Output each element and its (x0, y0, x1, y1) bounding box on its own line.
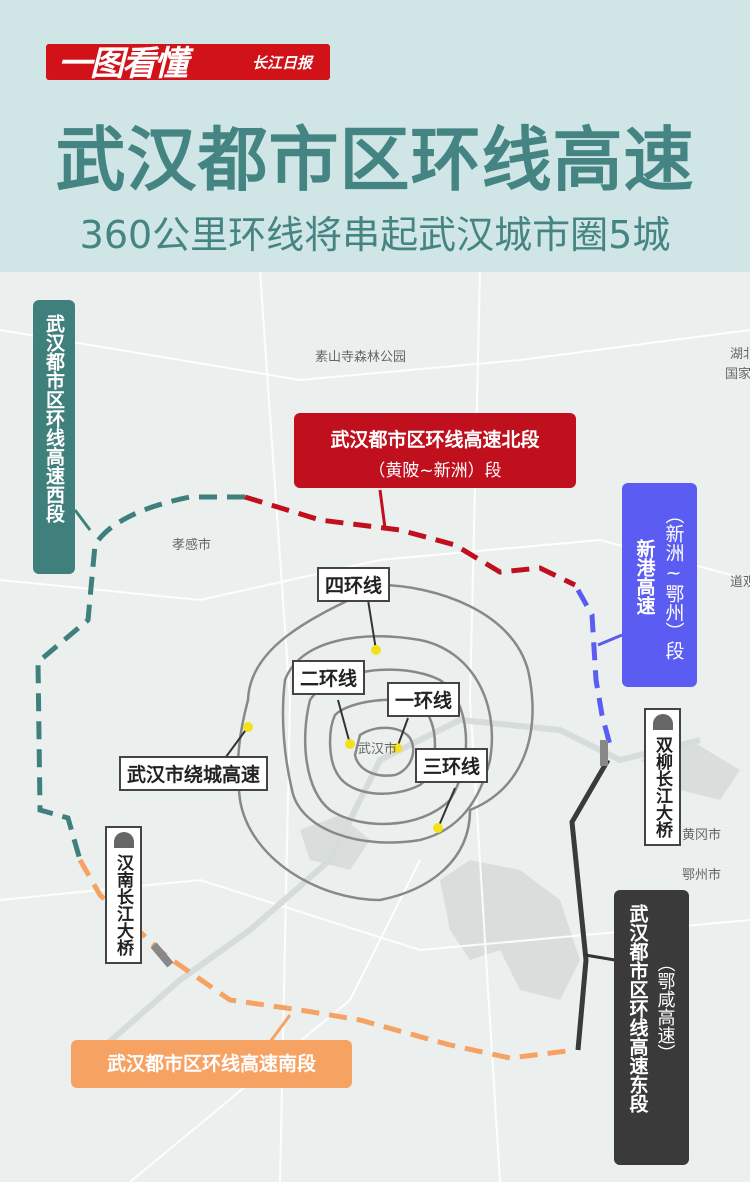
place-huanggang: 黄冈市 (682, 828, 722, 843)
shuangliu-bridge-text: 双柳长江大桥 (652, 736, 672, 838)
label-north-sub: （黄陂~新洲）段 (368, 461, 502, 481)
label-xingang-title: 新港高速 (633, 539, 656, 615)
logo: 一图看懂 长江日报 (46, 44, 330, 84)
label-north: 武汉都市区环线高速北段 （黄陂~新洲）段 (294, 413, 576, 488)
route-east (569, 758, 611, 1051)
map (0, 272, 750, 1182)
ring-markers (243, 645, 443, 833)
hannan-bridge-text: 汉南长江大桥 (113, 854, 133, 956)
label-ring1: 一环线 (387, 682, 461, 717)
label-ring3: 三环线 (415, 748, 489, 783)
route-west (35, 494, 245, 861)
place-hubei: 湖北 (730, 347, 750, 362)
bridge-markers (150, 740, 608, 968)
place-daoguan: 道观 (730, 575, 750, 590)
place-ezhou: 鄂州市 (682, 868, 722, 883)
route-xingang (575, 588, 613, 746)
page-title: 武汉都市区环线高速 (55, 119, 695, 201)
label-east-sub: （鄂咸高速） (654, 954, 676, 1062)
label-ring4: 四环线 (317, 567, 391, 602)
label-west: 武汉都市区环线高速西段 (33, 300, 75, 574)
label-east-title: 武汉都市区环线高速东段 (626, 904, 649, 1113)
place-xiaogan: 孝感市 (172, 538, 212, 553)
label-ring2: 二环线 (292, 660, 366, 695)
logo-sub: 长江日报 (252, 54, 313, 72)
label-xingang: （新洲~鄂州）段 新港高速 (622, 483, 697, 687)
lakes (300, 740, 740, 1000)
label-east: （鄂咸高速） 武汉都市区环线高速东段 (614, 890, 689, 1165)
place-wuhan: 武汉市 (358, 742, 398, 757)
label-south: 武汉都市区环线高速南段 (71, 1040, 352, 1088)
ring4 (281, 635, 494, 844)
pointer-lines (73, 489, 623, 1043)
bridge-icon (113, 832, 134, 848)
place-guojia: 国家 (725, 367, 750, 382)
place-suoshan: 素山寺森林公园 (315, 350, 407, 365)
label-around: 武汉市绕城高速 (119, 756, 269, 791)
page-subtitle: 360公里环线将串起武汉城市圈5城 (79, 213, 671, 257)
label-hannan-bridge: 汉南长江大桥 (105, 826, 142, 964)
ring1 (353, 726, 415, 777)
label-xingang-sub: （新洲~鄂州）段 (662, 505, 685, 660)
label-shuangliu-bridge: 双柳长江大桥 (644, 708, 681, 846)
route-north (244, 494, 577, 588)
label-north-title: 武汉都市区环线高速北段 (330, 429, 540, 451)
logo-text: 一图看懂 (58, 44, 188, 84)
bridge-icon (652, 714, 673, 730)
header: 一图看懂 长江日报 武汉都市区环线高速 360公里环线将串起武汉城市圈5城 (0, 0, 750, 272)
